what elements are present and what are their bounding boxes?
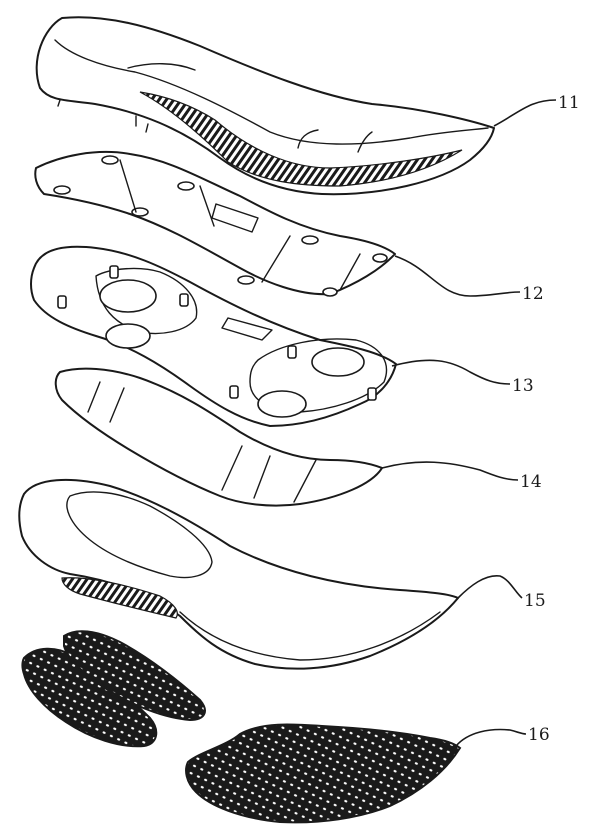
leader-16 <box>455 728 527 747</box>
part-15-midsole <box>18 478 459 670</box>
leader-15 <box>457 575 523 599</box>
leader-14 <box>381 461 519 481</box>
label-15: 15 <box>524 591 546 611</box>
label-13: 13 <box>512 376 534 396</box>
label-11: 11 <box>558 93 580 113</box>
label-12: 12 <box>522 284 544 304</box>
part-14-insert <box>54 367 383 507</box>
part-13-frame <box>30 245 397 427</box>
part-12-plate <box>34 151 396 297</box>
reference-numerals: 11 12 13 14 15 16 <box>512 93 580 745</box>
leader-lines <box>381 99 557 747</box>
pins <box>57 265 377 401</box>
leader-12 <box>394 255 521 297</box>
label-14: 14 <box>520 472 542 492</box>
leader-11 <box>493 99 557 127</box>
part-11-outsole <box>35 16 495 196</box>
leader-13 <box>391 359 511 385</box>
part-16-cushion-pads <box>21 630 462 824</box>
label-16: 16 <box>528 725 550 745</box>
